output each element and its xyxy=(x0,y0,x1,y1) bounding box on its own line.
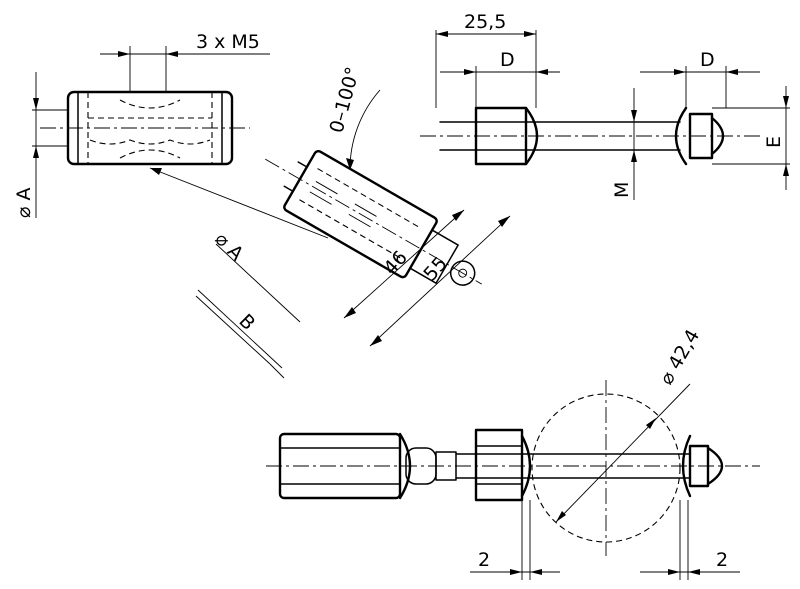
dia-a-diag-label: ⌀ A xyxy=(210,228,247,265)
dim-d-right-label: D xyxy=(700,49,715,71)
dim-e-label: E xyxy=(763,136,785,148)
dim-2-left-label: 2 xyxy=(478,549,490,571)
dim-m-label: M xyxy=(611,182,633,198)
dim-2-right-label: 2 xyxy=(716,549,728,571)
dim-25-5-label: 25,5 xyxy=(464,11,506,33)
dim-d-top-label: D xyxy=(500,49,515,71)
dim-dia-42-4-label: ⌀ 42,4 xyxy=(655,326,704,389)
lower-view: ⌀ 42,4 2 2 xyxy=(266,326,760,580)
sleeve-detail-view: 3 x M5 ⌀ A xyxy=(13,31,329,239)
dim-b-label: B xyxy=(234,310,259,335)
dia-a-left-label: ⌀ A xyxy=(13,188,35,218)
dim-55-label: 55 xyxy=(419,253,452,286)
thread-label: 3 x M5 xyxy=(196,31,260,53)
spindle-top-view: 25,5 D D E M xyxy=(420,11,790,200)
tilted-dimensions: 46 55 ⌀ A B 0–100° xyxy=(195,65,511,379)
